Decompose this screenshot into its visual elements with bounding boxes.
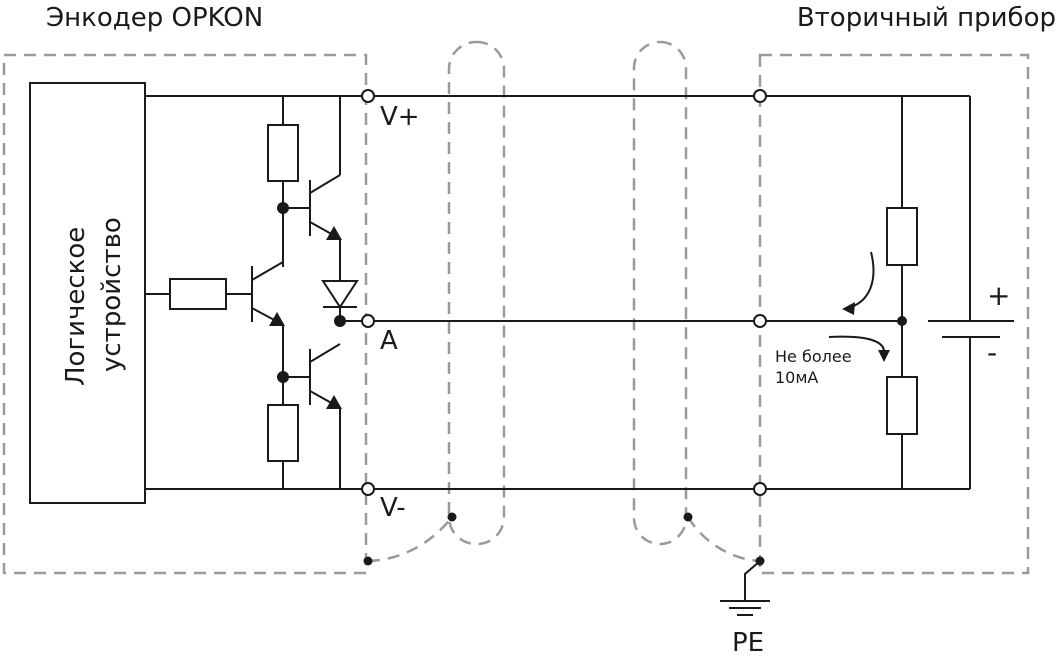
cable-shield-right bbox=[632, 40, 688, 546]
terminal-a-encoder bbox=[361, 314, 375, 328]
current-note-line2: 10мА bbox=[775, 368, 818, 387]
resistor-top bbox=[267, 124, 299, 182]
terminal-a-secondary bbox=[753, 314, 767, 328]
shield-drain-left bbox=[367, 516, 453, 563]
transistor-driver-emitter-arrow bbox=[269, 312, 285, 326]
logic-device-block bbox=[29, 82, 146, 504]
ground-pe-label: PE bbox=[732, 628, 764, 658]
terminal-a-label: A bbox=[380, 326, 398, 356]
secondary-title: Вторичный прибор bbox=[797, 3, 1056, 33]
diode bbox=[321, 280, 359, 309]
logic-device-label-line1: Логическое bbox=[61, 227, 91, 386]
transistor-driver-collector bbox=[251, 261, 284, 281]
transistor-top-emitter-arrow bbox=[326, 226, 342, 240]
encoder-title: Энкодер OPKON bbox=[46, 3, 263, 33]
battery-plus-label: + bbox=[987, 279, 1010, 312]
shield-node-left bbox=[447, 512, 457, 522]
transistor-bottom-collector bbox=[309, 343, 341, 363]
node-output-a bbox=[334, 315, 346, 327]
transistor-top-collector bbox=[309, 174, 341, 194]
transistor-bottom-emitter-arrow bbox=[326, 395, 342, 409]
wire-pe bbox=[744, 560, 761, 601]
housing-node-encoder bbox=[363, 556, 373, 566]
shield-drain-right bbox=[686, 516, 761, 563]
terminal-vplus-encoder bbox=[361, 89, 375, 103]
resistor-pulldown bbox=[886, 376, 918, 435]
terminal-vminus-label: V- bbox=[380, 493, 406, 523]
cable-shield-left bbox=[447, 40, 506, 546]
terminal-vplus-secondary bbox=[753, 89, 767, 103]
current-arrow-sink-head bbox=[878, 350, 890, 362]
terminal-vminus-secondary bbox=[753, 482, 767, 496]
logic-device-label-line2: устройство bbox=[97, 217, 127, 372]
terminal-vminus-encoder bbox=[361, 482, 375, 496]
secondary-device-housing-outline bbox=[758, 53, 1030, 575]
current-note-line1: Не более bbox=[775, 347, 852, 366]
current-arrow-source bbox=[847, 251, 875, 309]
battery-minus-label: - bbox=[987, 336, 997, 369]
resistor-pullup bbox=[886, 207, 918, 266]
shield-node-right bbox=[683, 512, 693, 522]
node-secondary-a bbox=[897, 316, 907, 326]
resistor-input bbox=[169, 278, 227, 310]
current-arrow-source-head bbox=[842, 302, 855, 315]
resistor-bottom bbox=[267, 404, 299, 462]
encoder-housing-outline bbox=[2, 53, 368, 575]
terminal-vplus-label: V+ bbox=[380, 102, 420, 132]
